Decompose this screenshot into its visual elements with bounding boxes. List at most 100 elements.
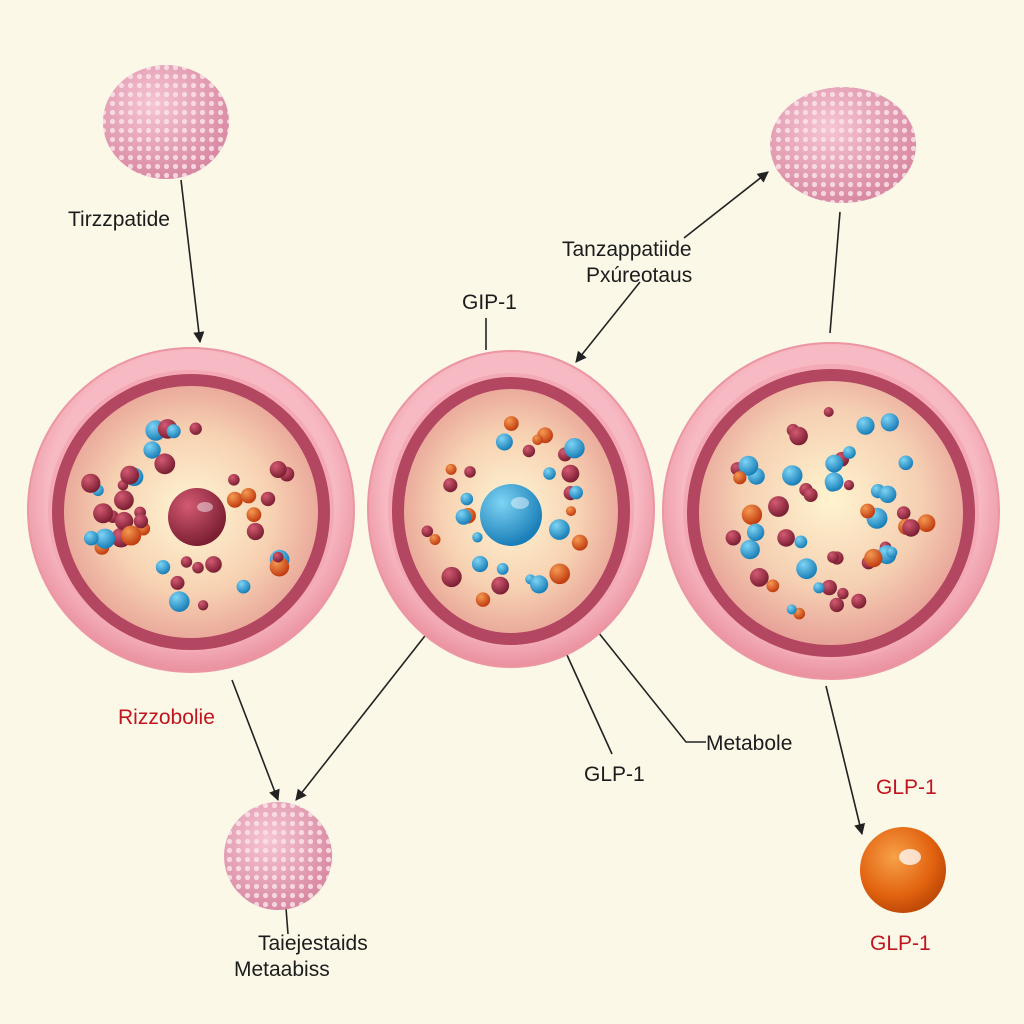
orange-particle	[566, 506, 576, 517]
blue-particle	[843, 446, 856, 459]
maroon-particle	[902, 519, 920, 537]
blue-particle	[94, 528, 116, 549]
orange-particle	[549, 563, 570, 585]
maroon-particle	[851, 593, 867, 609]
orange-particle	[240, 488, 257, 504]
orange-particle	[475, 592, 491, 607]
label-tanzappatiide: Tanzappatiide	[562, 238, 692, 261]
orange-particle	[766, 579, 780, 593]
maroon-particle	[170, 575, 185, 590]
blue-particle	[746, 523, 765, 541]
maroon-particle	[443, 478, 458, 493]
maroon-particle	[246, 522, 264, 541]
orange-particle	[741, 504, 763, 525]
maroon-particle	[120, 465, 140, 485]
blue-particle	[740, 539, 760, 560]
cell-center	[367, 350, 655, 668]
label-glp1-right-upper: GLP-1	[876, 776, 937, 799]
pink-vesicle-icon	[103, 65, 229, 179]
label-rizzobolie: Rizzobolie	[118, 706, 215, 729]
blue-particle	[169, 591, 190, 612]
maroon-particle	[896, 506, 911, 520]
blue-particle	[530, 575, 549, 594]
orange-particle	[269, 556, 290, 577]
blue-particle	[472, 532, 483, 543]
maroon-particle	[228, 474, 240, 486]
maroon-particle	[133, 514, 149, 529]
maroon-particle	[441, 566, 462, 588]
orange-sphere-icon	[860, 827, 946, 913]
blue-particle	[738, 455, 759, 476]
blue-particle	[495, 433, 513, 451]
blue-particle	[813, 582, 825, 594]
maroon-particle	[777, 529, 795, 547]
blue-particle	[786, 604, 797, 615]
maroon-particle	[837, 587, 849, 600]
maroon-particle	[522, 444, 536, 458]
blue-particle	[898, 455, 914, 471]
maroon-particle	[827, 551, 839, 563]
arrow-vesicle-to-left-cell	[180, 179, 205, 344]
blue-particle	[471, 555, 489, 573]
blue-particle	[455, 509, 472, 525]
maroon-particle	[823, 407, 834, 417]
maroon-particle	[93, 503, 114, 524]
blue-particle	[166, 424, 181, 439]
blue-particle	[569, 485, 583, 500]
orange-particle	[532, 434, 543, 446]
blue-particle	[496, 563, 509, 575]
arrow-center-cell-to-vesicle	[295, 631, 429, 801]
label-glp1-right-lower: GLP-1	[870, 932, 931, 955]
blue-particle	[886, 546, 898, 558]
maroon-particle	[189, 422, 202, 435]
cell-right	[662, 342, 1000, 680]
maroon-particle	[749, 568, 769, 587]
orange-particle	[917, 514, 936, 532]
orange-particle	[860, 503, 875, 519]
blue-particle	[543, 467, 556, 480]
orange-particle	[429, 534, 441, 545]
maroon-particle	[180, 556, 193, 568]
orange-particle	[445, 463, 457, 475]
maroon-particle	[272, 551, 284, 563]
orange-particle	[246, 507, 262, 523]
blue-particle	[796, 558, 817, 580]
maroon-particle	[81, 473, 101, 493]
maroon-particle	[464, 466, 476, 478]
blue-particle	[856, 416, 875, 435]
maroon-particle	[789, 426, 808, 446]
blue-particle	[825, 454, 844, 473]
arrow-to-top-right-vesicle	[683, 171, 769, 239]
maroon-particle	[260, 491, 276, 507]
maroon-particle	[491, 576, 510, 595]
orange-particle	[503, 416, 519, 431]
blue-particle	[143, 441, 161, 459]
orange-particle	[733, 471, 747, 485]
label-metaabiss: Metaabiss	[234, 958, 330, 981]
maroon-particle	[197, 600, 209, 611]
orange-particle	[864, 548, 883, 568]
maroon-particle	[561, 464, 580, 483]
blue-nucleus-icon	[480, 484, 542, 546]
blue-particle	[564, 438, 585, 459]
maroon-particle	[843, 480, 855, 491]
blue-particle	[155, 560, 171, 575]
blue-particle	[794, 535, 808, 549]
maroon-particle	[192, 561, 204, 574]
line-bottom-vesicle	[285, 907, 289, 935]
orange-particle	[226, 491, 243, 508]
arrows	[180, 171, 866, 935]
label-glp1-center: GLP-1	[584, 763, 645, 786]
blue-particle	[460, 492, 474, 506]
maroon-particle	[725, 530, 741, 546]
pink-vesicle-icon	[224, 802, 332, 910]
maroon-particle	[768, 496, 789, 517]
maroon-particle	[803, 488, 818, 502]
orange-particle	[121, 525, 142, 546]
maroon-particle	[154, 453, 176, 475]
maroon-particle	[114, 490, 134, 511]
line-metabole	[597, 631, 706, 743]
blue-particle	[879, 485, 897, 503]
